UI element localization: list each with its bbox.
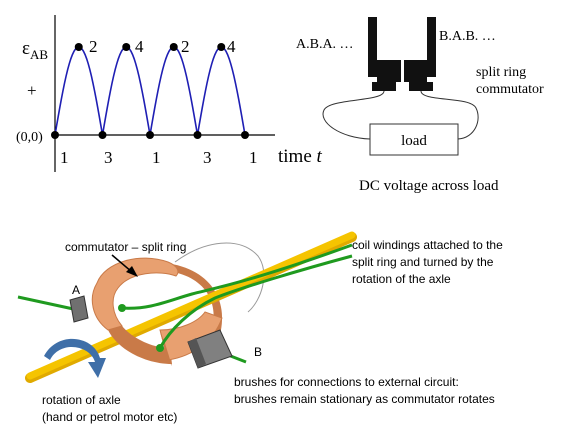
sequence-label-left: A.B.A. … [296,37,354,52]
coil-outline [174,242,265,313]
brush-b-label: B [254,345,262,359]
split-ring-segment-a [91,257,179,331]
peak-label: 2 [181,37,190,56]
peak-point [217,43,226,51]
coil-lead-left [368,17,377,77]
coil-wire-b [158,254,353,349]
brushes-label: brushes remain stationary as commutator … [234,392,495,406]
split-ring-label: split ring [476,65,526,80]
load-box [369,123,459,156]
axle [26,231,356,380]
wire-joint-a [118,304,126,312]
brushes-label: brushes for connections to external circ… [234,375,459,389]
split-ring-segment-right [404,60,427,82]
emf-graph: εAB + (0,0) time t 2 4 2 4 1 3 1 3 1 [16,15,323,172]
zero-point [98,131,107,139]
wire-left [322,90,385,140]
commutator-schematic: load A.B.A. … B.A.B. … split ring commut… [296,17,544,194]
wire-joint-b [156,344,164,352]
coil-lead-right [427,17,436,77]
zero-label: 1 [249,148,258,167]
schematic-caption: DC voltage across load [359,178,499,194]
x-axis-label: time t [278,146,323,167]
emf-points [51,43,249,139]
emf-curve [54,46,246,136]
peak-point [74,43,83,51]
split-ring-segment-a-edge [108,326,172,364]
sequence-label-right: B.A.B. … [439,29,496,44]
brush-a-label: A [72,283,80,297]
y-axis-label: εAB [22,38,48,62]
zero-label: 3 [104,148,113,167]
zero-label: 3 [203,148,212,167]
plus-sign: + [27,81,37,100]
commutator-pointer-head [126,266,138,277]
split-ring-segment-left [377,60,401,82]
zero-point [146,131,154,139]
origin-label: (0,0) [16,130,43,145]
rotation-arrow-icon [44,338,106,378]
load-label: load [401,133,427,149]
zero-point [193,131,202,139]
zero-label: 1 [152,148,161,167]
commutator-label: commutator – split ring [65,240,186,254]
rotation-label: rotation of axle [42,393,121,407]
rotation-label: (hand or petrol motor etc) [42,410,177,424]
peak-label: 2 [89,37,98,56]
coil-label: split ring and turned by the [352,255,494,269]
brush-a [69,295,89,323]
coil-wire-a [121,243,353,310]
coil-label: rotation of the axle [352,272,451,286]
peak-point [122,43,131,51]
brush-left [372,82,396,91]
split-ring-label: commutator [476,82,544,97]
peak-label: 4 [135,37,144,56]
split-ring-segment-b [159,311,223,361]
brush-right [409,82,433,91]
zero-point [241,131,249,139]
dynamo-illustration: commutator – split ring A B coil winding… [17,231,503,424]
peak-point [169,43,178,51]
peak-label: 4 [227,37,236,56]
brush-b-shade [188,338,206,368]
zero-label: 1 [60,148,69,167]
zero-point [51,131,59,139]
wire-right [420,90,479,140]
commutator-pointer [111,254,133,273]
external-wire-a [17,295,79,312]
coil-label: coil windings attached to the [352,238,503,252]
split-ring-back-edge [150,262,223,335]
